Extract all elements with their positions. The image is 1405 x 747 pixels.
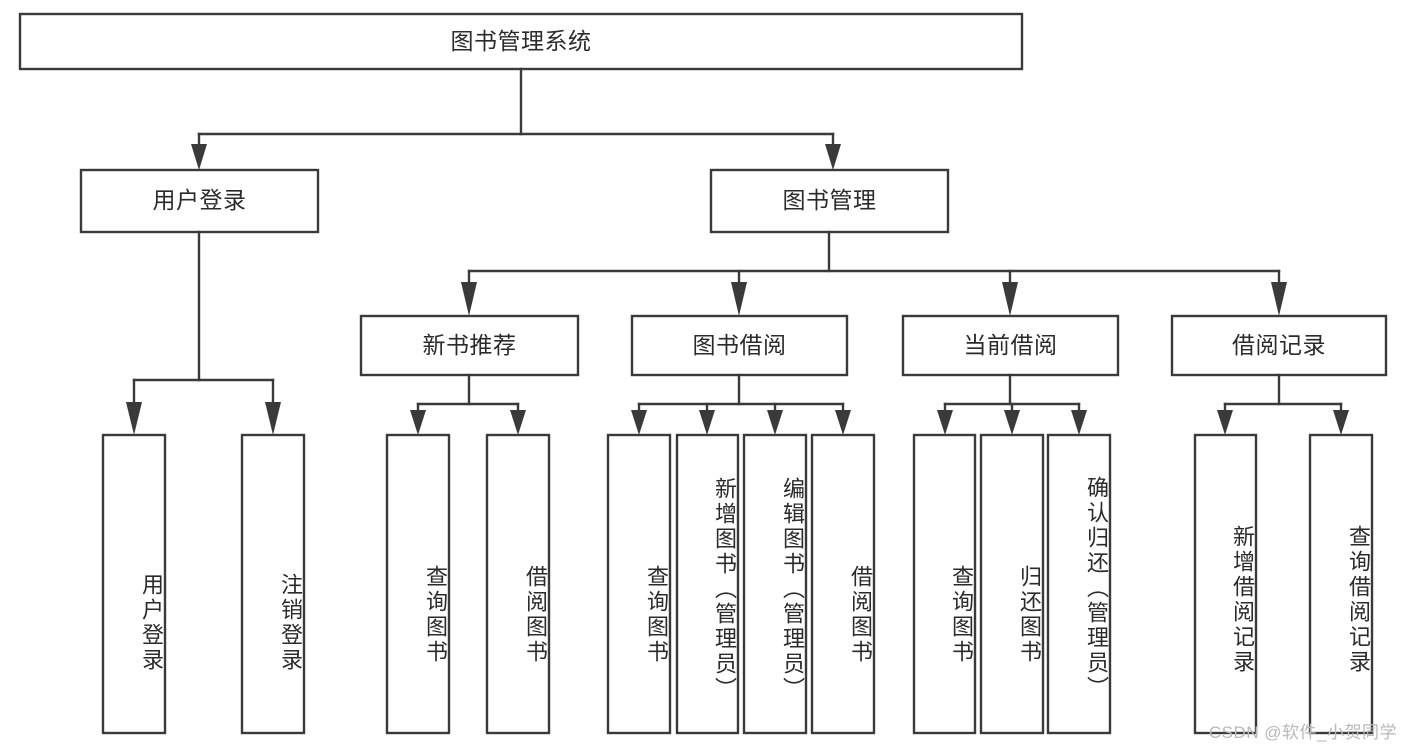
connector-current-borrow-to-leaves: [937, 373, 1087, 435]
node-box-leaf-add-book[interactable]: [675, 433, 740, 735]
node-box-leaf-logout-login[interactable]: [240, 433, 306, 735]
csdn-watermark: CSDN @软件_小贺同学: [1208, 723, 1397, 742]
connector-new-book-recommend-to-leaves: [410, 373, 526, 435]
node-box-leaf-return-book[interactable]: [979, 433, 1045, 735]
node-box-leaf-query-book-2[interactable]: [606, 433, 672, 735]
node-box-new-book-recommend[interactable]: [359, 314, 580, 377]
node-box-book-manage[interactable]: [709, 168, 950, 234]
node-box-borrow-record[interactable]: [1170, 314, 1388, 377]
node-box-user-login[interactable]: [79, 168, 320, 234]
node-box-book-borrow[interactable]: [630, 314, 849, 377]
node-box-leaf-borrow-book-1[interactable]: [485, 433, 551, 735]
connector-book-borrow-to-leaves: [631, 373, 851, 435]
node-box-leaf-query-book-3[interactable]: [912, 433, 977, 735]
connector-user-login-to-leaves: [126, 230, 281, 435]
connector-borrow-record-to-leaves: [1217, 373, 1349, 435]
node-box-leaf-edit-book[interactable]: [742, 433, 808, 735]
node-box-leaf-add-record[interactable]: [1193, 433, 1258, 735]
node-box-leaf-query-book-1[interactable]: [385, 433, 451, 735]
node-box-leaf-user-login[interactable]: [101, 433, 167, 735]
node-box-leaf-query-record[interactable]: [1308, 433, 1374, 735]
node-box-root[interactable]: [18, 12, 1024, 71]
node-box-current-borrow[interactable]: [901, 314, 1120, 377]
connector-root-to-level1: [191, 67, 841, 170]
node-box-leaf-confirm-return[interactable]: [1046, 433, 1112, 735]
connector-book-manage-to-level2: [461, 230, 1287, 316]
node-box-leaf-borrow-book-2[interactable]: [810, 433, 876, 735]
